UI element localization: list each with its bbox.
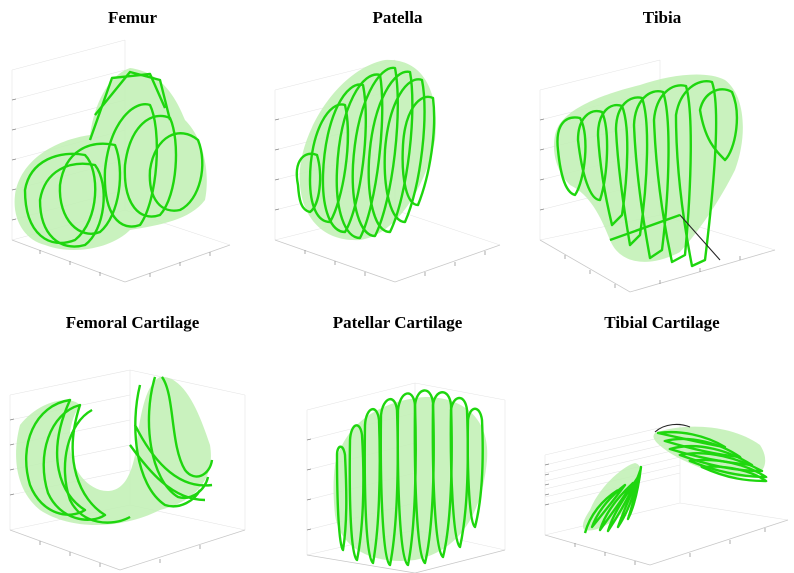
panel-femoral-cartilage: Femoral Cartilage	[0, 305, 265, 573]
patellar-cartilage-3d-plot	[265, 305, 530, 573]
panel-patellar-cartilage: Patellar Cartilage	[265, 305, 530, 573]
femur-3d-plot	[0, 0, 265, 290]
patella-3d-plot	[265, 0, 530, 290]
tibial-cartilage-3d-plot	[530, 305, 794, 573]
patella-surface	[300, 60, 436, 240]
femoral-cartilage-3d-plot	[0, 305, 265, 573]
panel-tibial-cartilage: Tibial Cartilage	[530, 305, 794, 573]
tibia-3d-plot	[530, 0, 794, 300]
panel-patella: Patella	[265, 0, 530, 290]
patellar-cartilage-surface	[334, 397, 488, 561]
panel-tibia: Tibia	[530, 0, 794, 300]
panel-femur: Femur	[0, 0, 265, 290]
